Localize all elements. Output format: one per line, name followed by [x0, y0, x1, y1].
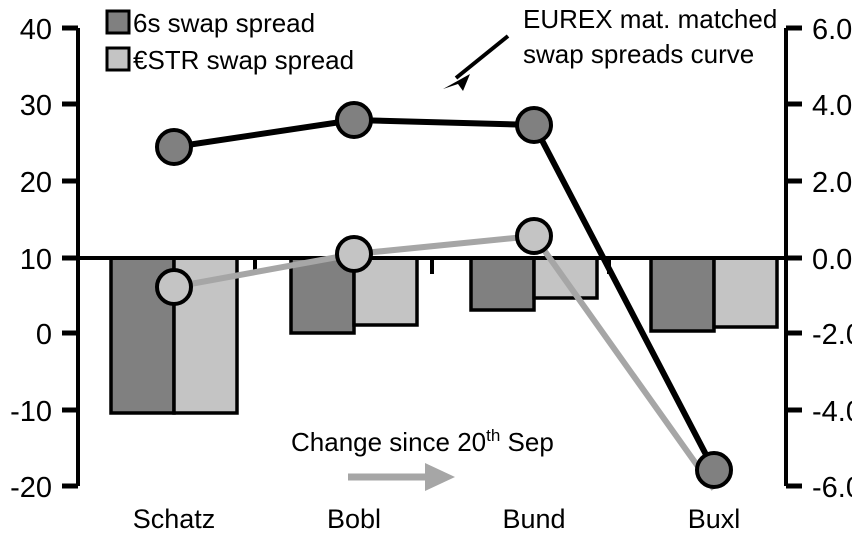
change-note-superscript: th	[486, 426, 500, 445]
eurex-marker-buxl	[695, 451, 733, 489]
right-tick-label-m6: -6.0	[812, 472, 852, 504]
estr-curve-path	[173, 232, 717, 491]
eurex-callout-line2: swap spreads curve	[523, 39, 754, 69]
legend-swatch-6s	[105, 9, 131, 35]
change-note: Change since 20th Sep	[291, 426, 554, 491]
eurex-curve-path	[173, 116, 717, 472]
category-label-bobl: Bobl	[327, 504, 381, 534]
left-tick-label-20: 20	[20, 167, 52, 199]
eurex-marker-bobl	[335, 101, 373, 139]
change-note-tail: Sep	[500, 427, 554, 457]
change-note-text: Change since 20th Sep	[291, 426, 554, 457]
legend: 6s swap spread €STR swap spread	[105, 8, 354, 75]
left-tick-label-30: 30	[20, 90, 52, 122]
legend-label-estr: €STR swap spread	[133, 45, 354, 75]
right-axis: 6.0 4.0 2.0 0.0 -2.0 -4.0 -6.0	[784, 14, 852, 504]
eurex-callout: EUREX mat. matched swap spreads curve	[443, 4, 777, 91]
left-tick-label-40: 40	[20, 14, 52, 46]
left-tick-label-m10: -10	[10, 396, 52, 428]
estr-marker-bobl	[335, 235, 373, 273]
eurex-callout-line1: EUREX mat. matched	[523, 4, 777, 34]
bar-bund-6s	[469, 256, 536, 312]
bar-buxl-estr	[712, 256, 779, 329]
right-tick-label-m4: -4.0	[812, 396, 852, 428]
left-tick-label-0: 0	[36, 319, 52, 351]
right-tick-label-6: 6.0	[812, 14, 852, 46]
category-label-schatz: Schatz	[133, 504, 216, 534]
legend-label-6s: 6s swap spread	[133, 8, 315, 38]
right-tick-label-2: 2.0	[812, 167, 852, 199]
change-note-arrow-head	[425, 463, 455, 491]
right-tick-label-m2: -2.0	[812, 319, 852, 351]
category-label-buxl: Buxl	[688, 504, 741, 534]
eurex-marker-bund	[515, 106, 553, 144]
left-axis: 40 30 20 10 0 -10 -20	[10, 14, 80, 504]
callout-arrow-head	[443, 74, 470, 91]
legend-swatch-estr	[105, 46, 131, 72]
estr-marker-schatz	[155, 268, 193, 306]
left-tick-label-m20: -20	[10, 472, 52, 504]
category-label-bund: Bund	[502, 504, 565, 534]
right-tick-label-0: 0.0	[812, 244, 852, 276]
estr-swap-spreads-curve	[155, 217, 717, 491]
estr-marker-bund	[515, 217, 553, 255]
callout-arrow-line	[454, 34, 510, 80]
change-note-main: Change since 20	[291, 427, 486, 457]
eurex-marker-schatz	[155, 128, 193, 166]
eurex-swap-spreads-curve	[155, 101, 733, 489]
left-tick-label-10: 10	[20, 244, 52, 276]
category-labels: Schatz Bobl Bund Buxl	[133, 504, 741, 534]
bar-buxl-6s	[649, 256, 716, 333]
right-tick-label-4: 4.0	[812, 90, 852, 122]
